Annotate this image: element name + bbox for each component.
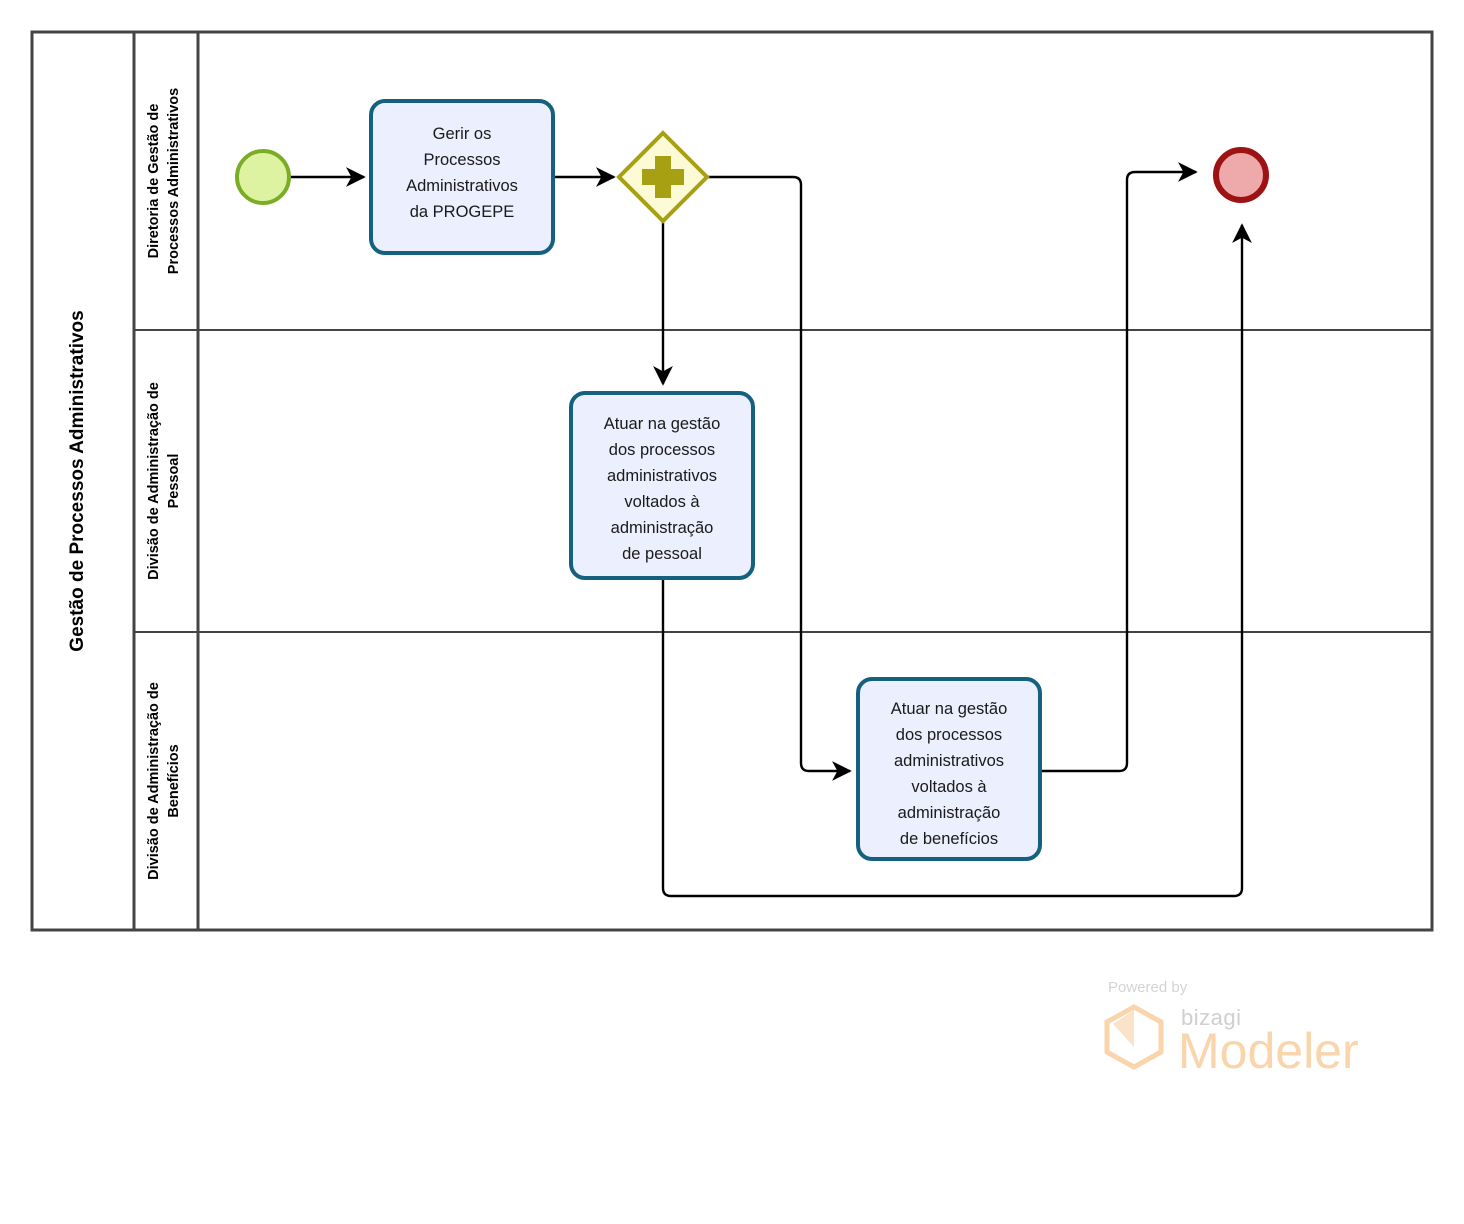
task-gerir-processos-line-3: da PROGEPE <box>410 203 515 221</box>
pool-title-label: Gestão de Processos Administrativos <box>67 310 88 651</box>
lane-title-beneficios-line1: Divisão de Administração de <box>146 682 162 880</box>
task-gestao-beneficios-box[interactable] <box>856 677 1042 861</box>
task-gerir-processos[interactable]: Gerir os Processos Administrativos da PR… <box>369 99 555 255</box>
watermark-product: Modeler <box>1178 1023 1359 1079</box>
bizagi-logo-icon <box>1104 1004 1164 1070</box>
pool <box>30 30 1434 932</box>
bizagi-watermark: Powered by bizagi Modeler <box>1104 979 1359 1079</box>
parallel-gateway-plus-horizontal <box>642 169 684 185</box>
task-gestao-beneficios-line-0: Atuar na gestão <box>891 700 1008 718</box>
bizagi-hexagon-inner-icon <box>1113 1010 1134 1047</box>
task-gestao-beneficios-line-4: administração <box>898 804 1001 822</box>
task-gestao-pessoal-box[interactable] <box>569 391 755 580</box>
task-gestao-pessoal-line-1: dos processos <box>609 441 715 459</box>
pool-title: Gestão de Processos Administrativos <box>67 310 88 651</box>
task-gestao-pessoal[interactable]: Atuar na gestão dos processos administra… <box>569 391 755 580</box>
lane-title-diretoria-line1: Diretoria de Gestão de <box>146 104 162 259</box>
start-event[interactable] <box>235 149 291 205</box>
task-gestao-beneficios-line-5: de benefícios <box>900 830 998 848</box>
bizagi-hexagon-icon <box>1104 1004 1164 1070</box>
task-gestao-pessoal-line-0: Atuar na gestão <box>604 415 721 433</box>
watermark-powered-by: Powered by <box>1108 979 1188 996</box>
lane-title-diretoria-line2: Processos Administrativos <box>166 88 182 274</box>
task-gestao-beneficios-line-1: dos processos <box>896 726 1002 744</box>
task-gestao-beneficios-line-3: voltados à <box>911 778 987 796</box>
sequence-flows <box>290 162 1252 898</box>
task-gerir-processos-box[interactable] <box>369 99 555 255</box>
task-gestao-pessoal-line-4: administração <box>611 519 714 537</box>
task-gestao-pessoal-line-2: administrativos <box>607 467 717 485</box>
parallel-gateway[interactable] <box>616 130 710 224</box>
lane-title-beneficios: Divisão de Administração de Benefícios <box>146 682 182 880</box>
task-gerir-processos-line-0: Gerir os <box>433 125 492 143</box>
task-gestao-pessoal-line-5: de pessoal <box>622 545 702 563</box>
start-event-circle[interactable] <box>235 149 291 205</box>
lane-title-beneficios-line2: Benefícios <box>166 744 182 817</box>
watermark-brand: bizagi <box>1181 1005 1241 1030</box>
task-gerir-processos-line-1: Processos <box>423 151 500 169</box>
flow-pessoal-to-end <box>661 223 1252 898</box>
lane-title-pessoal-line2: Pessoal <box>166 454 182 509</box>
lane-title-pessoal-line1: Divisão de Administração de <box>146 382 162 580</box>
lane-title-diretoria: Diretoria de Gestão de Processos Adminis… <box>146 88 182 274</box>
end-event-circle[interactable] <box>1213 147 1269 203</box>
lane-title-pessoal: Divisão de Administração de Pessoal <box>146 382 182 580</box>
task-gestao-beneficios-line-2: administrativos <box>894 752 1004 770</box>
flow-gateway-to-beneficios <box>707 175 852 781</box>
flow-beneficios-to-end <box>1040 162 1198 773</box>
task-gestao-beneficios[interactable]: Atuar na gestão dos processos administra… <box>856 677 1042 861</box>
task-gerir-processos-line-2: Administrativos <box>406 177 518 195</box>
pool-outline <box>30 30 1434 932</box>
task-gestao-pessoal-line-3: voltados à <box>624 493 700 511</box>
end-event[interactable] <box>1213 147 1269 203</box>
